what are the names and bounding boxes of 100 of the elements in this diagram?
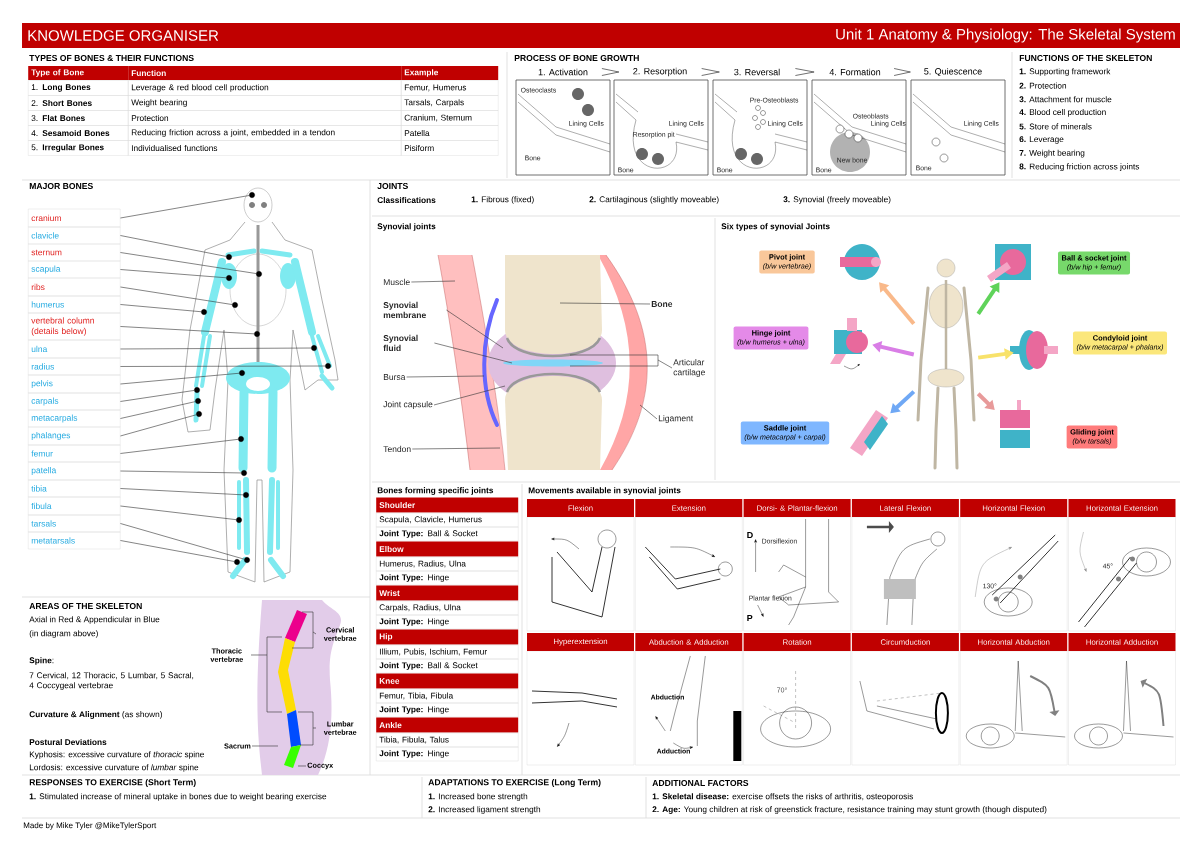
leader-line (412, 447, 501, 450)
arrow (890, 390, 916, 414)
stage-label: 4. Formation (829, 68, 881, 76)
diagram-label: Bone (651, 301, 673, 307)
arrow (976, 282, 1000, 316)
diagram-label: P (747, 614, 753, 622)
body-text: 8. Reducing friction across joints (1019, 163, 1140, 172)
body-text: Kyphosis: excessive curvature of thoracic spine (29, 751, 204, 759)
bone-label-box: metacarpals (28, 409, 121, 428)
bone-label-box: humerus (28, 295, 121, 314)
bone-label-box: carpals (28, 392, 121, 411)
body-text: 4. Blood cell production (1019, 108, 1106, 117)
section-heading: ADDITIONAL FACTORS (652, 779, 749, 787)
body-text: 2. Protection (1019, 82, 1067, 89)
leader-line (120, 470, 242, 474)
bone-label-box: cranium (28, 208, 121, 228)
leader-line (120, 439, 239, 454)
table-cell: Joint Type: Hinge (376, 570, 519, 586)
diagram-label: Muscle (383, 278, 410, 286)
section-heading: JOINTS (377, 182, 408, 190)
joint-name-bar: Wrist (376, 585, 519, 601)
table-cell: Joint Type: Hinge (376, 702, 519, 718)
leader-line (251, 745, 279, 747)
bone-label-box: ulna (28, 339, 121, 359)
leader-line (559, 302, 651, 305)
table-header-cell: Type of Bone (28, 66, 129, 80)
table-cell: Pisiform (401, 140, 499, 156)
diagram-label: Bursa (383, 374, 406, 380)
table-cell: Joint Type: Ball & Socket (376, 526, 519, 542)
body-text: 7. Weight bearing (1019, 149, 1085, 158)
leader-line (411, 280, 456, 283)
joint-name-bar: Hip (376, 629, 519, 645)
leader-line (120, 304, 202, 313)
chevron (795, 68, 815, 76)
leader-line (297, 711, 317, 746)
leader-line (250, 636, 283, 713)
leader-line (120, 195, 250, 219)
leader-line (120, 326, 255, 335)
bone-label-box: patella (28, 461, 121, 481)
joint-model-icon (830, 318, 868, 370)
table-cell: 4. Sesamoid Bones (28, 125, 129, 141)
table-cell: Patella (401, 125, 499, 141)
diagram-label: Tendon (383, 445, 411, 453)
leader-line (120, 269, 227, 279)
leader-line (297, 765, 307, 767)
diagram-label: Synovial membrane (383, 301, 426, 319)
section-heading: AREAS OF THE SKELETON (29, 602, 142, 610)
stage-label: 3. Reversal (734, 68, 780, 76)
bone-label-box: tibia (28, 479, 121, 498)
table-cell: Protection (128, 110, 402, 126)
body-text: 1. Stimulated increase of mineral uptake in bones due to weight bearing exercise (29, 793, 327, 801)
subheading: Postural Deviations (29, 738, 107, 746)
bone-label-box: ribs (28, 277, 121, 297)
leader-line (639, 404, 658, 420)
subheading: Six types of synovial Joints (721, 223, 830, 231)
bone-label-box: sternum (28, 243, 121, 262)
subheading: Classifications (377, 196, 436, 204)
body-text: 6. Leverage (1019, 136, 1064, 144)
leader-line (120, 540, 235, 562)
leader-line (120, 252, 257, 274)
joint-model-icon (1010, 330, 1058, 370)
bone-label-box: radius (28, 357, 121, 376)
diagram-label: Joint capsule (383, 401, 433, 409)
body-text: 1. Fibrous (fixed) (471, 196, 534, 204)
table-cell: Joint Type: Hinge (376, 746, 519, 762)
table-cell: Joint Type: Hinge (376, 614, 519, 630)
leader-line (120, 488, 244, 496)
stage-label: 5. Quiescence (924, 67, 982, 77)
leader-line (569, 354, 673, 369)
table-cell: 5. Irregular Bones (28, 140, 129, 156)
chevron (601, 68, 620, 76)
leader-line (120, 286, 233, 305)
body-text: Curvature & Alignment (as shown) (29, 711, 162, 719)
subheading: Synovial joints (377, 223, 436, 231)
table-cell: Tarsals, Carpals (401, 95, 499, 111)
body-text: Axial in Red & Appendicular in Blue (29, 616, 160, 624)
body-text: (in diagram above) (29, 630, 98, 638)
bone-label-box: pelvis (28, 374, 121, 394)
arrow (879, 282, 916, 325)
table-cell: Illium, Pubis, Ischium, Femur (376, 644, 519, 660)
section-heading: FUNCTIONS OF THE SKELETON (1019, 54, 1152, 62)
body-text: 3. Synovial (freely moveable) (783, 196, 891, 204)
leader-line (434, 342, 513, 364)
body-text: 2. Age: Young children at risk of greenstick fracture, resistance training may stunt growth (though disputed) (652, 806, 1047, 814)
table-cell: Leverage & red blood cell production (128, 80, 402, 96)
diagram-label: Synovial fluid (383, 334, 418, 352)
leader-line (120, 523, 245, 560)
chevron (893, 68, 911, 76)
body-text: 1. Increased bone strength (428, 793, 528, 801)
skeleton-drawing (916, 258, 976, 470)
diagram-label: D (747, 531, 753, 539)
bone-label-box: scapula (28, 260, 121, 279)
joint-name-bar: Elbow (376, 541, 519, 557)
subheading: Movements available in synovial joints (528, 487, 681, 495)
diagram-label: Ligament (658, 415, 694, 423)
joint-model-icon (840, 244, 881, 280)
table-cell: Femur, Tibia, Fibula (376, 688, 519, 704)
bone-label-box: fibula (28, 496, 121, 516)
bone-label-box: clavicle (28, 226, 121, 245)
stage-label: 2. Resorption (633, 67, 687, 77)
